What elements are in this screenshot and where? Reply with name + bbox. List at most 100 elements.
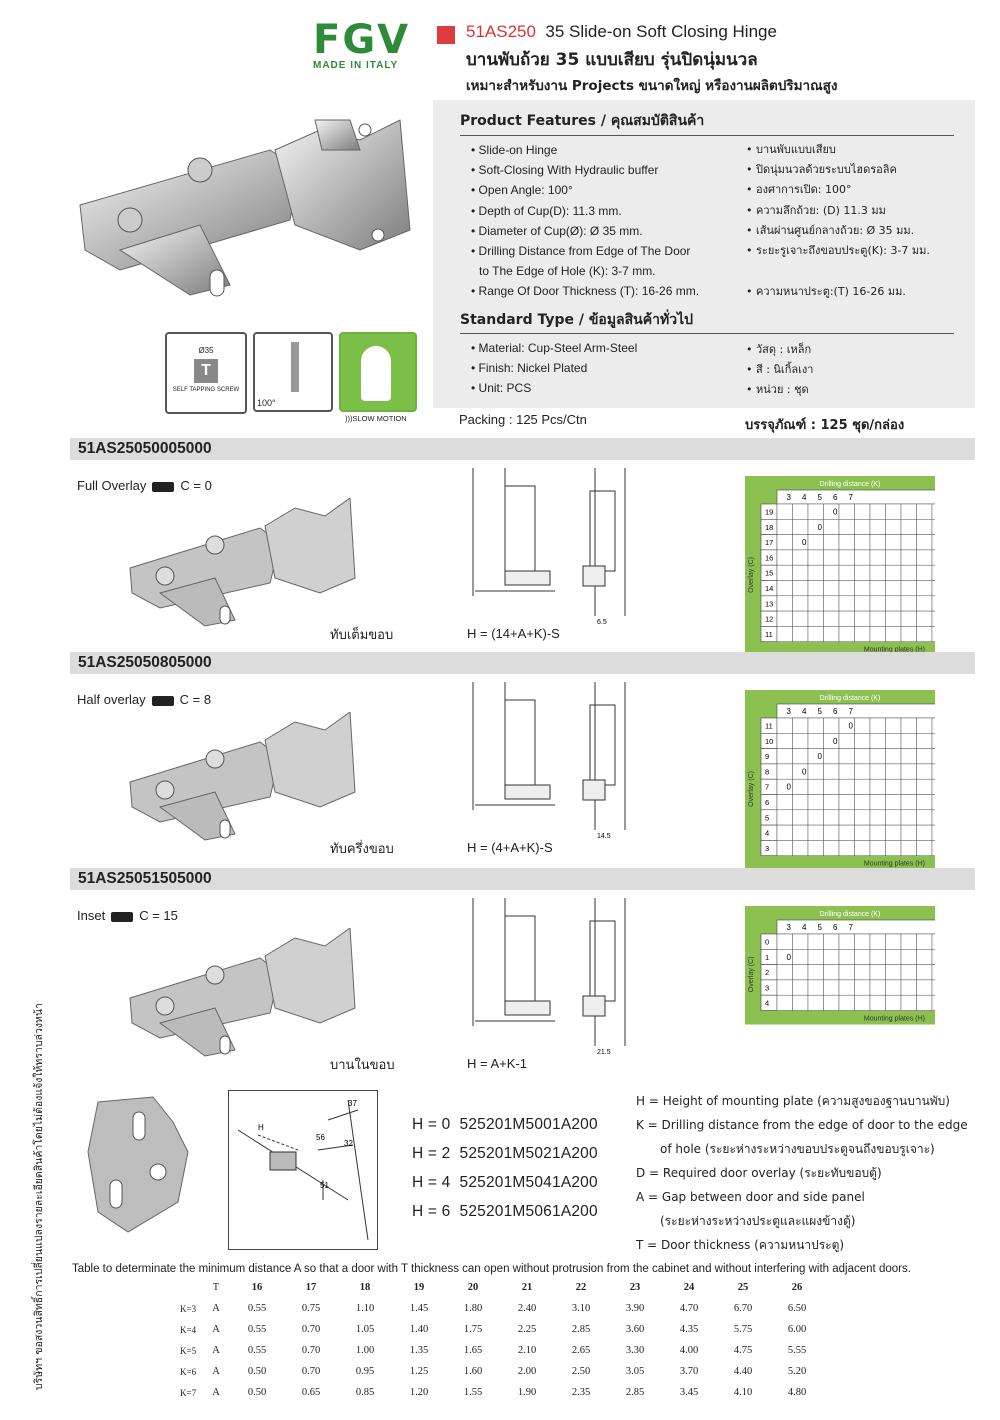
overlay-thai-label: ทับเต็มขอบ bbox=[330, 628, 394, 643]
grid-cell bbox=[900, 733, 917, 749]
grid-cell bbox=[900, 580, 917, 597]
grid-cell bbox=[823, 534, 840, 551]
grid-cell bbox=[807, 778, 824, 795]
grid-cell bbox=[885, 840, 902, 856]
grid-cell bbox=[900, 626, 917, 642]
feature-item-cont: to The Edge of Hole (K): 3-7 mm. bbox=[479, 264, 656, 279]
table-cell: 4.75 bbox=[733, 1345, 753, 1356]
grid-cell bbox=[838, 979, 855, 996]
table-cell: 0.55 bbox=[247, 1345, 267, 1356]
overlay-thai-label: ทับครึ่งขอบ bbox=[330, 842, 394, 857]
installation-diagram: 14.5 bbox=[472, 682, 626, 840]
grid-cell bbox=[885, 809, 902, 826]
row-tick-label: 4 bbox=[765, 829, 769, 838]
grid-cell bbox=[807, 994, 824, 1011]
grid-cell bbox=[916, 979, 933, 996]
grid-cell bbox=[854, 933, 871, 950]
table-cell: 0.70 bbox=[301, 1345, 321, 1356]
overlay-type-icon bbox=[152, 481, 175, 492]
grid-cell bbox=[869, 610, 886, 627]
table-cell: 2.85 bbox=[625, 1387, 645, 1398]
grid-cell bbox=[854, 824, 871, 841]
grid-cell bbox=[869, 733, 886, 749]
table-cell: 3.90 bbox=[625, 1303, 645, 1314]
row-tick-label: 1 bbox=[765, 953, 769, 962]
data-point: 0 bbox=[787, 783, 792, 792]
row-tick-label: 5 bbox=[765, 813, 769, 822]
grid-cell bbox=[776, 979, 793, 996]
header-row bbox=[776, 703, 935, 719]
grid-cell bbox=[885, 949, 902, 965]
grid-cell bbox=[885, 580, 902, 597]
hinge-variant-image bbox=[129, 498, 356, 627]
grid-cell bbox=[854, 610, 871, 627]
grid-cell bbox=[931, 595, 935, 612]
grid-cell bbox=[807, 824, 824, 841]
grid-cell bbox=[931, 794, 935, 811]
grid-cell bbox=[823, 778, 840, 795]
grid-cell bbox=[792, 994, 809, 1011]
overlay-type-icon bbox=[151, 695, 174, 706]
grid-cell bbox=[885, 717, 902, 734]
header-row bbox=[776, 919, 935, 935]
grid-cell bbox=[900, 979, 917, 996]
variant-code: 51AS25050805000 bbox=[70, 652, 975, 674]
table-cell: 1.60 bbox=[463, 1366, 483, 1377]
grid-cell bbox=[776, 824, 793, 841]
row-tick-label: 4 bbox=[765, 999, 769, 1008]
dim-label: 14.5 bbox=[597, 833, 611, 840]
grid-cell bbox=[823, 519, 840, 535]
standard-th-list: วัสดุ : เหล็ก สี : นิเกิ้ลเงา หน่วย : ชุ… bbox=[746, 340, 813, 401]
k-tick-label: 6 bbox=[833, 707, 838, 716]
table-cell: 1.90 bbox=[517, 1387, 537, 1398]
grid-cell bbox=[931, 733, 935, 749]
grid-cell bbox=[838, 840, 855, 856]
title-th: บานพับถ้วย 35 แบบเสียบ รุ่นปิดนุ่มนวล bbox=[466, 50, 758, 70]
grid-cell bbox=[885, 994, 902, 1011]
grid-cell bbox=[807, 503, 824, 520]
grid-cell bbox=[823, 840, 840, 856]
grid-cell bbox=[916, 748, 933, 765]
feature-item: Slide-on Hinge bbox=[471, 140, 699, 160]
a-label: A bbox=[212, 1303, 220, 1314]
overlay-thai-label: บานในขอบ bbox=[330, 1058, 395, 1073]
table-cell: 1.40 bbox=[409, 1324, 429, 1335]
grid-cell bbox=[916, 717, 933, 734]
table-cell: 4.10 bbox=[733, 1387, 753, 1398]
grid-cell bbox=[792, 964, 809, 981]
grid-cell bbox=[776, 933, 793, 950]
row-tick-label: 6 bbox=[765, 798, 769, 807]
grid-cell bbox=[838, 534, 855, 551]
table-cell: 0.65 bbox=[301, 1387, 321, 1398]
grid-cell bbox=[838, 824, 855, 841]
table-cell: 6.70 bbox=[733, 1303, 753, 1314]
grid-cell bbox=[792, 778, 809, 795]
grid-cell bbox=[823, 994, 840, 1011]
grid-cell bbox=[869, 794, 886, 811]
grid-cell bbox=[838, 519, 855, 535]
grid-cell bbox=[854, 626, 871, 642]
packing-th: บรรจุภัณฑ์ : 125 ชุด/กล่อง bbox=[745, 418, 905, 433]
grid-cell bbox=[792, 979, 809, 996]
grid-cell bbox=[838, 610, 855, 627]
grid-cell bbox=[931, 717, 935, 734]
feature-item: Soft-Closing With Hydraulic buffer bbox=[471, 160, 699, 180]
grid-cell bbox=[854, 979, 871, 996]
grid-cell bbox=[776, 503, 793, 520]
grid-cell bbox=[885, 748, 902, 765]
grid-cell bbox=[900, 994, 917, 1011]
t-value-header: 19 bbox=[413, 1282, 425, 1293]
grid-cell bbox=[823, 824, 840, 841]
table-cell: 2.40 bbox=[517, 1303, 537, 1314]
logo-text: FGV bbox=[313, 17, 411, 63]
open-angle-icon: 100° bbox=[253, 332, 333, 412]
table-cell: 0.70 bbox=[301, 1324, 321, 1335]
chart-title: Drilling distance (K) bbox=[820, 911, 881, 918]
grid-cell bbox=[900, 595, 917, 612]
grid-cell bbox=[823, 717, 840, 734]
grid-cell bbox=[869, 534, 886, 551]
table-cell: 1.75 bbox=[463, 1324, 483, 1335]
features-th-last: ความหนาประตู:(T) 16-26 มม. bbox=[746, 282, 906, 302]
